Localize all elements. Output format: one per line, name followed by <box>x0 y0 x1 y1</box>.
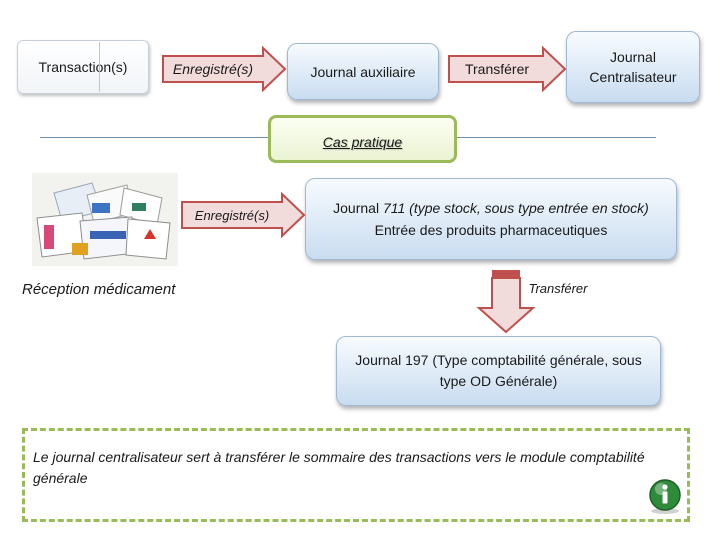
box-divider-mark <box>99 42 100 92</box>
cas-pratique-label: Cas pratique <box>322 134 403 150</box>
divider-right <box>456 137 656 138</box>
journal-711-line2: Entrée des produits pharmaceutiques <box>374 222 608 238</box>
transferer-label: Transférer <box>464 61 530 77</box>
journal-auxiliaire-label: Journal auxiliaire <box>310 63 416 80</box>
transferer-down-label: Transférer <box>528 280 588 296</box>
transaction-box: Transaction(s) <box>17 40 149 94</box>
journal-auxiliaire-box: Journal auxiliaire <box>287 43 439 100</box>
medication-boxes-photo <box>32 173 178 266</box>
enregistre-example-arrow <box>181 191 306 239</box>
journal-711-line1: Journal 711 (type stock, sous type entré… <box>333 197 649 219</box>
transferer-down-arrow <box>476 270 536 334</box>
journal-711-box: Journal 711 (type stock, sous type entré… <box>305 178 677 260</box>
cas-pratique-box: Cas pratique <box>268 115 457 163</box>
journal-197-box: Journal 197 (Type comptabilité générale,… <box>336 336 661 406</box>
info-icon <box>649 479 681 514</box>
journal-centralisateur-label: Journal Centralisateur <box>589 49 677 85</box>
journal-197-label: Journal 197 (Type comptabilité générale,… <box>355 352 642 389</box>
enregistre-example-label: Enregistré(s) <box>194 207 270 223</box>
note-box: Le journal centralisateur sert à transfé… <box>22 428 690 522</box>
divider-left <box>40 137 270 138</box>
journal-711-detail: 711 (type stock, sous type entrée en sto… <box>382 200 649 216</box>
journal-centralisateur-box: Journal Centralisateur <box>566 31 700 103</box>
journal-711-prefix: Journal <box>333 200 383 216</box>
note-text: Le journal centralisateur sert à transfé… <box>33 449 645 486</box>
enregistre-arrow <box>162 45 287 93</box>
medication-boxes-drawing <box>32 173 178 266</box>
transferer-arrow <box>448 45 567 93</box>
enregistre-label: Enregistré(s) <box>172 61 254 77</box>
transaction-label: Transaction(s) <box>38 59 128 75</box>
reception-medicament-caption: Réception médicament <box>22 281 176 298</box>
